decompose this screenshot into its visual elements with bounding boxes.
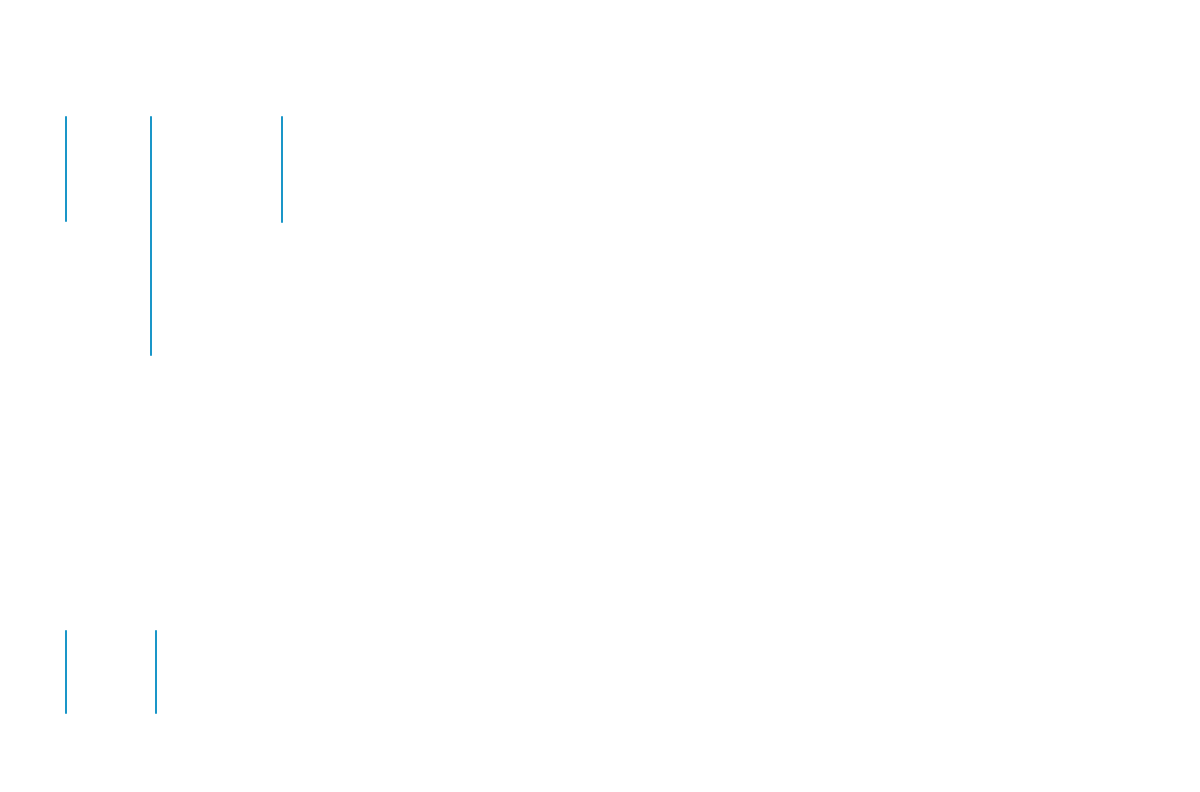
vertical-line — [65, 116, 67, 222]
vertical-line — [150, 116, 152, 356]
vertical-line — [281, 116, 283, 223]
vertical-line — [155, 630, 157, 714]
vertical-line — [65, 630, 67, 714]
